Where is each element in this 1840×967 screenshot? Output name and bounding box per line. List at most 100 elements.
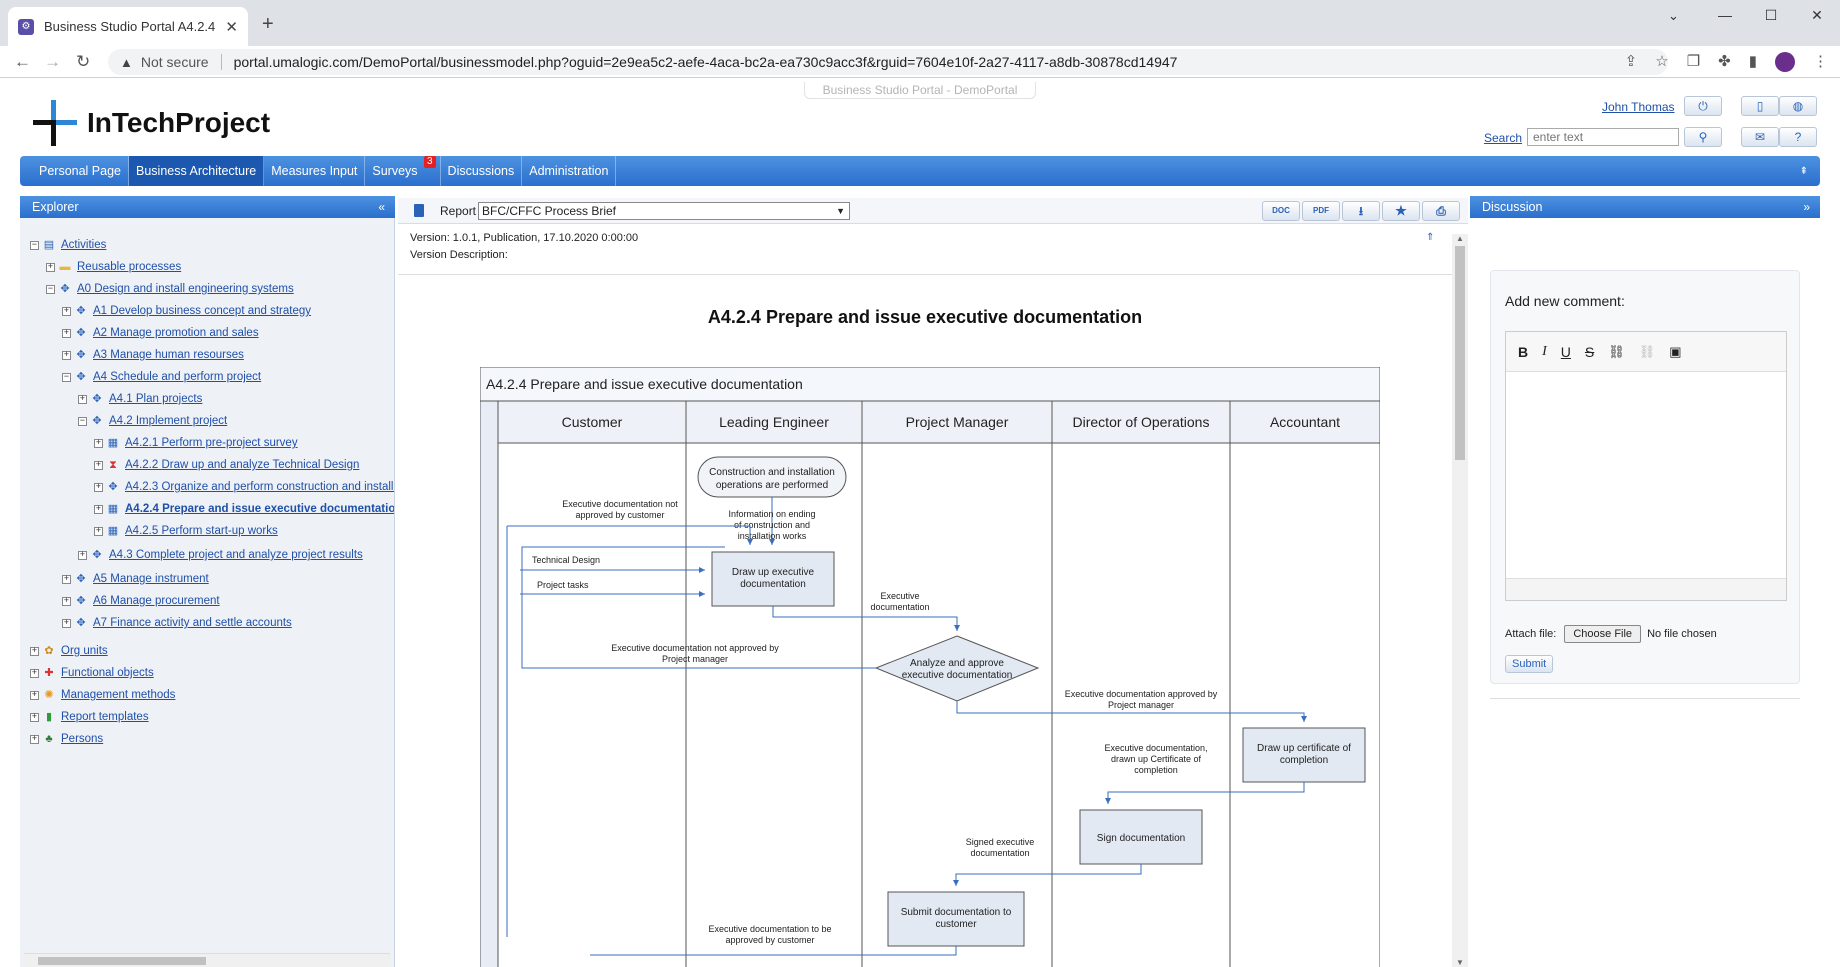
tree-node[interactable]: +✥A1 Develop business concept and strate…: [62, 305, 311, 317]
logo: InTechProject: [33, 100, 270, 146]
main-menu: Personal Page Business Architecture Meas…: [20, 156, 1820, 186]
url-field[interactable]: ▲ Not secure portal.umalogic.com/DemoPor…: [108, 49, 1668, 75]
collapse-version-icon[interactable]: ⇑: [1426, 232, 1435, 243]
maximize-icon[interactable]: ☐: [1764, 7, 1778, 23]
tree-node[interactable]: +▦A4.2.1 Perform pre-project survey: [94, 437, 298, 449]
help-icon[interactable]: ?: [1779, 127, 1817, 147]
bold-icon[interactable]: B: [1518, 343, 1529, 360]
tree-node[interactable]: +✥A4.2.3 Organize and perform constructi…: [94, 481, 395, 493]
svg-text:completion: completion: [1280, 755, 1328, 766]
search-icon[interactable]: ⚲: [1684, 127, 1722, 147]
search-input[interactable]: [1527, 128, 1679, 146]
report-selected-value: BFC/CFFC Process Brief: [482, 204, 617, 218]
diagram-title: A4.2.4 Prepare and issue executive docum…: [486, 376, 803, 392]
collapse-explorer-icon[interactable]: «: [378, 200, 385, 214]
forward-icon[interactable]: →: [44, 52, 61, 71]
favorite-star-icon[interactable]: ★: [1382, 201, 1420, 221]
tree-node[interactable]: +✥A4.1 Plan projects: [78, 393, 203, 405]
explorer-hscrollbar[interactable]: [24, 953, 390, 967]
export-doc-button[interactable]: DOC: [1262, 201, 1300, 221]
image-icon[interactable]: ▣: [1669, 343, 1682, 359]
scroll-up-icon[interactable]: ▲: [1456, 234, 1464, 243]
tree-node[interactable]: +✥A5 Manage instrument: [62, 573, 209, 585]
tab-search-chevron-icon[interactable]: ⌄: [1668, 8, 1679, 23]
minimize-icon[interactable]: —: [1718, 7, 1732, 23]
document-view: A4.2.4 Prepare and issue executive docum…: [398, 274, 1452, 967]
extensions-puzzle-icon[interactable]: ✤: [1718, 53, 1731, 70]
tree-node[interactable]: −✥A0 Design and install engineering syst…: [46, 283, 294, 295]
unlink-icon[interactable]: ⛓: [1638, 343, 1656, 359]
menu-business-architecture[interactable]: Business Architecture: [129, 156, 265, 186]
svg-text:documentation: documentation: [740, 579, 806, 590]
tree-node[interactable]: −▤Activities: [30, 239, 107, 251]
close-window-icon[interactable]: ✕: [1811, 7, 1823, 23]
attach-file-row: Attach file: Choose File No file chosen: [1505, 625, 1717, 643]
reload-icon[interactable]: ↻: [76, 52, 91, 71]
underline-icon[interactable]: U: [1560, 343, 1571, 360]
menu-administration[interactable]: Administration: [522, 156, 617, 186]
search-link[interactable]: Search: [1484, 131, 1523, 145]
tree-node[interactable]: +⧗A4.2.2 Draw up and analyze Technical D…: [94, 459, 360, 471]
tree-node[interactable]: +✚Functional objects: [30, 667, 154, 679]
tree-node[interactable]: +♣Persons: [30, 733, 104, 745]
tree-node[interactable]: −✥A4.2 Implement project: [78, 415, 228, 427]
discussion-panel: Add new comment: B I U S ⛓ ⛓ ▣ Attach fi…: [1470, 218, 1820, 967]
submit-button[interactable]: Submit: [1505, 655, 1554, 673]
tree-node[interactable]: +✥A2 Manage promotion and sales: [62, 327, 259, 339]
svg-text:completion: completion: [1134, 765, 1178, 775]
menu-surveys[interactable]: Surveys 3: [365, 156, 441, 186]
user-name-link[interactable]: John Thomas: [1602, 100, 1675, 114]
print-icon[interactable]: ⎙: [1422, 201, 1460, 221]
globe-icon[interactable]: ◍: [1779, 96, 1817, 116]
collapse-discussion-icon[interactable]: »: [1803, 200, 1810, 214]
tree-node-selected[interactable]: +▦A4.2.4 Prepare and issue executive doc…: [94, 503, 395, 515]
export-pdf-button[interactable]: PDF: [1302, 201, 1340, 221]
report-select[interactable]: BFC/CFFC Process Brief ▼: [478, 202, 850, 220]
discussion-divider: [1490, 698, 1800, 699]
svg-text:Signed executive: Signed executive: [966, 837, 1035, 847]
strikethrough-icon[interactable]: S: [1584, 343, 1595, 360]
scroll-down-icon[interactable]: ▼: [1456, 958, 1464, 967]
italic-icon[interactable]: I: [1542, 343, 1547, 359]
tree-node[interactable]: +✥A4.3 Complete project and analyze proj…: [78, 549, 363, 561]
profile-avatar[interactable]: [1775, 52, 1795, 72]
tree-node[interactable]: +✺Management methods: [30, 689, 176, 701]
collapse-header-icon[interactable]: ⇞: [1799, 165, 1808, 177]
tree-node[interactable]: +▦A4.2.5 Perform start-up works: [94, 525, 278, 537]
tree-node[interactable]: +✥A7 Finance activity and settle account…: [62, 617, 292, 629]
svg-text:installation works: installation works: [738, 531, 807, 541]
sidebar-icon[interactable]: ▮: [1748, 53, 1757, 70]
menu-personal-page[interactable]: Personal Page: [32, 156, 130, 186]
svg-text:Project manager: Project manager: [662, 654, 728, 664]
tree-node[interactable]: −✥A4 Schedule and perform project: [62, 371, 262, 383]
choose-file-button[interactable]: Choose File: [1564, 625, 1642, 643]
new-tab-icon[interactable]: +: [262, 13, 274, 35]
tree-node[interactable]: +✥A6 Manage procurement: [62, 595, 220, 607]
mail-icon[interactable]: ✉: [1741, 127, 1779, 147]
svg-text:Project manager: Project manager: [1108, 700, 1174, 710]
not-secure-label: Not secure: [140, 54, 209, 70]
mobile-icon[interactable]: ▯: [1741, 96, 1779, 116]
lane-director-operations: Director of Operations: [1073, 414, 1210, 430]
document-vscrollbar[interactable]: ▲ ▼: [1452, 234, 1468, 967]
tree-node[interactable]: +▮Report templates: [30, 711, 149, 723]
menu-measures-input[interactable]: Measures Input: [264, 156, 366, 186]
svg-text:Executive documentation to be: Executive documentation to be: [708, 924, 831, 934]
logout-power-icon[interactable]: ⏻: [1684, 96, 1722, 116]
download-icon[interactable]: ⭳: [1342, 201, 1380, 221]
browser-menu-icon[interactable]: ⋮: [1813, 53, 1828, 70]
add-comment-label: Add new comment:: [1505, 293, 1625, 309]
browser-tab[interactable]: ⚙ Business Studio Portal A4.2.4 Pre ✕: [8, 7, 248, 46]
back-icon[interactable]: ←: [14, 52, 31, 71]
tree-node[interactable]: +▬Reusable processes: [46, 261, 182, 273]
copy-icon[interactable]: ❐: [1686, 53, 1701, 70]
tree-node[interactable]: +✥A3 Manage human resourses: [62, 349, 244, 361]
share-icon[interactable]: ⇪: [1624, 53, 1638, 70]
menu-discussions[interactable]: Discussions: [441, 156, 523, 186]
comment-editor[interactable]: B I U S ⛓ ⛓ ▣: [1505, 331, 1787, 601]
close-tab-icon[interactable]: ✕: [225, 18, 238, 36]
link-icon[interactable]: ⛓: [1608, 343, 1625, 359]
tree-node[interactable]: +✿Org units: [30, 645, 108, 657]
bookmark-star-icon[interactable]: ☆: [1655, 53, 1669, 70]
svg-text:Submit documentation to: Submit documentation to: [901, 907, 1012, 918]
